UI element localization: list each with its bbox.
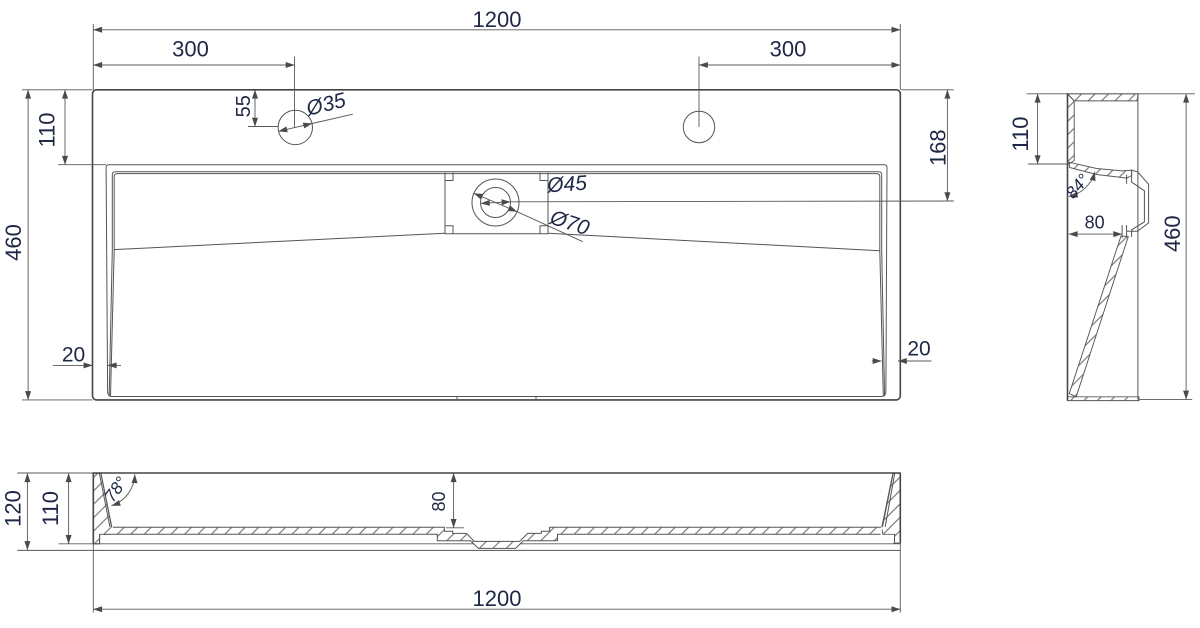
svg-text:20: 20 bbox=[62, 344, 85, 367]
svg-text:120: 120 bbox=[1, 490, 26, 527]
svg-text:110: 110 bbox=[35, 112, 60, 147]
svg-text:110: 110 bbox=[1008, 116, 1033, 151]
svg-text:110: 110 bbox=[38, 491, 63, 526]
svg-text:1200: 1200 bbox=[473, 586, 522, 611]
svg-text:1200: 1200 bbox=[473, 7, 522, 32]
svg-text:55: 55 bbox=[233, 95, 255, 117]
svg-text:168: 168 bbox=[926, 129, 951, 166]
svg-text:Ø45: Ø45 bbox=[545, 172, 588, 198]
svg-text:80: 80 bbox=[429, 491, 449, 511]
svg-text:300: 300 bbox=[770, 37, 807, 62]
svg-text:80: 80 bbox=[1085, 213, 1105, 233]
svg-text:20: 20 bbox=[907, 338, 930, 361]
svg-text:300: 300 bbox=[172, 37, 209, 62]
svg-text:460: 460 bbox=[1, 224, 26, 261]
svg-text:460: 460 bbox=[1160, 215, 1185, 252]
